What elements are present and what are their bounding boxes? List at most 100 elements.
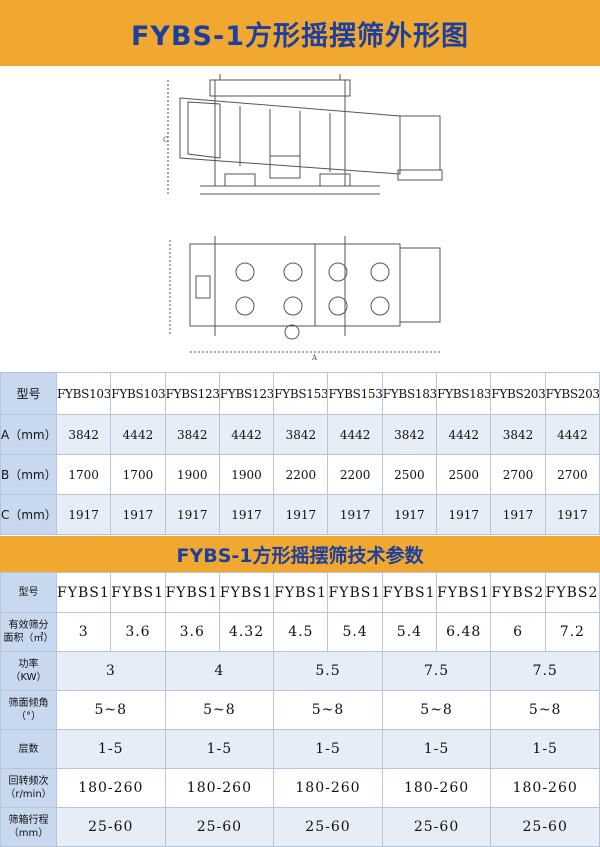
model-header: FYBS1836 [436,572,492,613]
row-label-line1: 层数 [18,743,39,755]
table-cell: 25-60 [56,807,166,847]
table-cell: 1917 [327,494,383,535]
table-cell: 1917 [218,494,275,535]
table-cell: 3 [56,651,166,691]
table-cell: 5~8 [164,690,275,730]
model-header: FYBS1536 [327,572,383,613]
spec-title: FYBS-1方形摇摆筛技术参数 [176,544,424,567]
table-cell: 180-260 [273,768,383,808]
model-header: FYBS2030 [490,572,546,613]
model-header: FYBS2036 [544,572,600,613]
table-cell: 5.4 [381,612,438,652]
row-label-line1: 筛面倾角 [8,698,49,709]
table-cell: 4442 [110,414,166,455]
model-header: FYBS1530 [273,572,329,613]
table-cell: 4442 [327,414,383,455]
table-cell: 1917 [544,494,600,535]
table-cell: 4 [164,651,275,691]
row-label-line2: （KW） [10,672,47,683]
table-cell: 1-5 [56,729,166,769]
row-label-line2: （°） [16,711,41,722]
table-cell: 180-260 [56,768,166,808]
model-header: FYBS1030 [55,372,112,415]
table-cell: 4.5 [273,612,329,652]
table-cell: 3842 [490,414,546,455]
table-cell: 1-5 [273,729,383,769]
page-title-banner: FYBS-1方形摇摆筛外形图 [0,0,600,66]
row-label-line2: （r/min） [5,789,52,800]
table-cell: 1-5 [164,729,275,769]
header-row: 型号FYBS1030FYBS1036FYBS1230FYBS1236FYBS15… [0,372,600,415]
dim-label-c: C [163,136,168,144]
table-cell: 1917 [381,494,438,535]
model-header: FYBS1830 [381,372,438,415]
row-label: 层数 [0,729,57,769]
row-label-line1: 功率 [18,659,39,670]
table-cell: 1917 [490,494,546,535]
table-cell: 4442 [436,414,492,455]
table-cell: 2200 [273,454,329,495]
table-cell: 1917 [436,494,492,535]
table-cell: 5~8 [381,690,492,730]
spec-title-banner: FYBS-1方形摇摆筛技术参数 [0,536,600,572]
model-header: FYBS1830 [381,572,438,613]
dim-label-a: A [311,354,318,362]
model-header: FYBS2030 [490,372,546,415]
row-label: B（mm） [0,454,57,495]
table-cell: 25-60 [381,807,492,847]
table-cell: 5~8 [273,690,383,730]
table-cell: 3 [55,612,112,652]
table-cell: 6 [490,612,546,652]
table-cell: 2500 [381,454,438,495]
table-cell: 2700 [544,454,600,495]
model-header: FYBS1036 [110,572,166,613]
table-cell: 3.6 [110,612,166,652]
table-cell: 1-5 [490,729,600,769]
table-cell: 1917 [110,494,166,535]
table-cell: 25-60 [164,807,275,847]
table-cell: 1-5 [381,729,492,769]
table-cell: 25-60 [490,807,600,847]
model-header: FYBS1536 [327,372,383,415]
header-label: 型号 [0,572,57,613]
table-cell: 2500 [436,454,492,495]
table-cell: 3.6 [164,612,220,652]
table-cell: 1917 [55,494,112,535]
table-cell: 1700 [110,454,166,495]
model-header: FYBS1836 [436,372,492,415]
table-cell: 4442 [544,414,600,455]
model-header: FYBS1030 [55,572,112,613]
row-label: 回转频次（r/min） [0,768,57,808]
table-cell: 1900 [218,454,275,495]
row-label: 有效筛分面积（㎡） [0,612,57,652]
model-header: FYBS1236 [218,572,275,613]
table-cell: 180-260 [381,768,492,808]
table-cell: 3842 [381,414,438,455]
table-cell: 4442 [218,414,275,455]
row-label: 功率 （KW） [0,651,57,691]
table-cell: 1700 [55,454,112,495]
table-cell: 2200 [327,454,383,495]
table-cell: 1917 [164,494,220,535]
model-header: FYBS1036 [110,372,166,415]
model-header: FYBS2036 [544,372,600,415]
dimension-table: 型号FYBS1030FYBS1036FYBS1230FYBS1236FYBS15… [0,372,600,535]
header-label: 型号 [0,372,57,415]
table-cell: 180-260 [164,768,275,808]
spec-table: 型号FYBS1030FYBS1036FYBS1230FYBS1236FYBS15… [0,572,600,847]
table-cell: 180-260 [490,768,600,808]
table-cell: 25-60 [273,807,383,847]
table-cell: 3842 [273,414,329,455]
row-label-line2: 面积（㎡） [3,633,54,644]
plan-view [169,236,441,353]
row-label-line2: （mm） [8,828,49,839]
model-header: FYBS1230 [164,372,220,415]
row-label: A（mm） [0,414,57,455]
